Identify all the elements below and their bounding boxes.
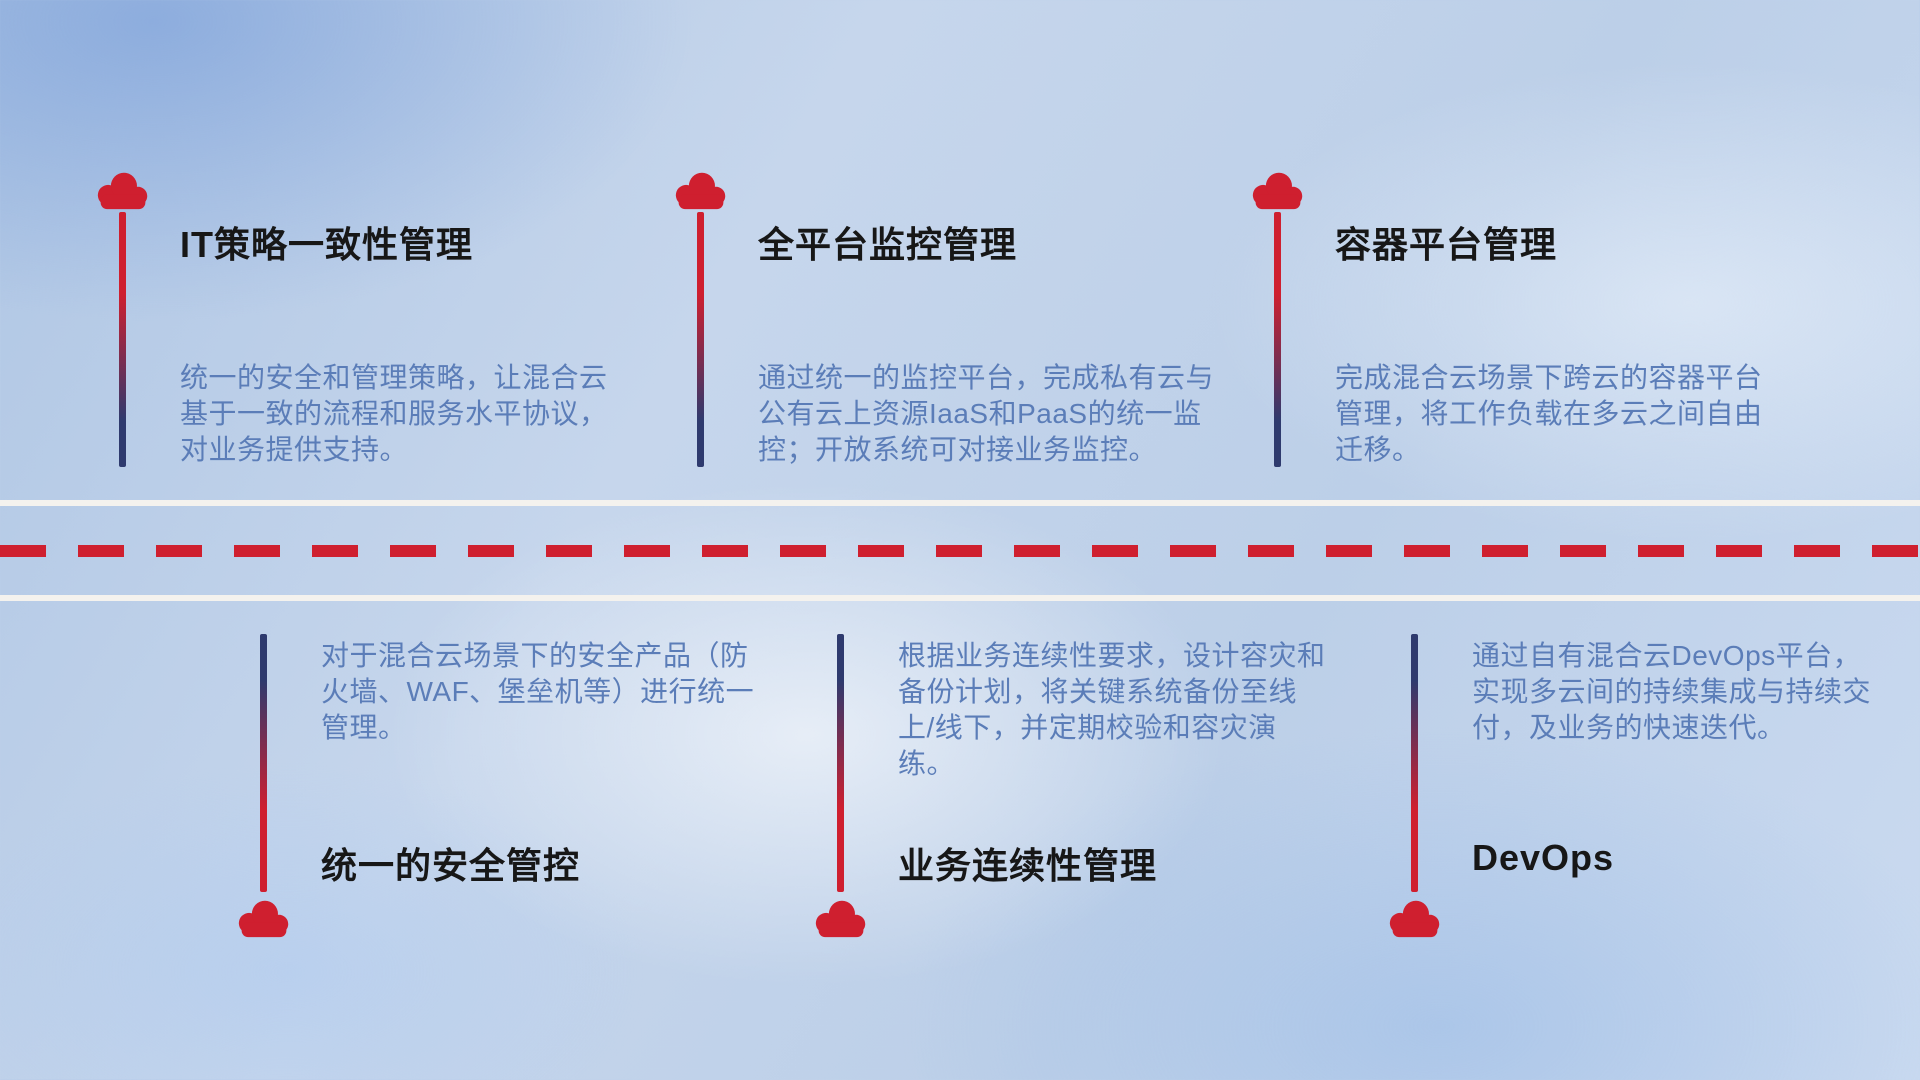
item-title: 业务连续性管理 [898,845,1158,886]
item-title: 容器平台管理 [1335,224,1558,265]
cloud-icon [811,898,871,939]
connector-line [1411,634,1418,892]
item-description: 完成混合云场景下跨云的容器平台管理，将工作负载在多云之间自由迁移。 [1335,362,1763,465]
cloud-icon [1248,170,1308,211]
item-description: 通过统一的监控平台，完成私有云与公有云上资源IaaS和PaaS的统一监控；开放系… [758,362,1215,465]
cloud-icon [93,170,153,211]
item-title: 全平台监控管理 [758,224,1018,265]
connector-line [837,634,844,892]
connector-line [697,212,704,467]
item-title: DevOps [1472,837,1615,878]
item-description: 通过自有混合云DevOps平台，实现多云间的持续集成与持续交付，及业务的快速迭代… [1472,640,1872,743]
item-title: 统一的安全管控 [321,845,581,886]
item-description: 对于混合云场景下的安全产品（防火墙、WAF、堡垒机等）进行统一管理。 [321,640,755,743]
connector-line [1274,212,1281,467]
road-dashed-line [0,545,1920,557]
item-title: IT策略一致性管理 [180,224,473,265]
connector-line [119,212,126,467]
cloud-icon [1385,898,1445,939]
road-edge-line-bottom [0,595,1920,601]
cloud-icon [671,170,731,211]
item-description: 统一的安全和管理策略，让混合云基于一致的流程和服务水平协议，对业务提供支持。 [180,362,608,465]
connector-line [260,634,267,892]
road-edge-line-top [0,500,1920,506]
cloud-icon [234,898,294,939]
item-description: 根据业务连续性要求，设计容灾和备份计划，将关键系统备份至线上/线下，并定期校验和… [898,640,1326,779]
